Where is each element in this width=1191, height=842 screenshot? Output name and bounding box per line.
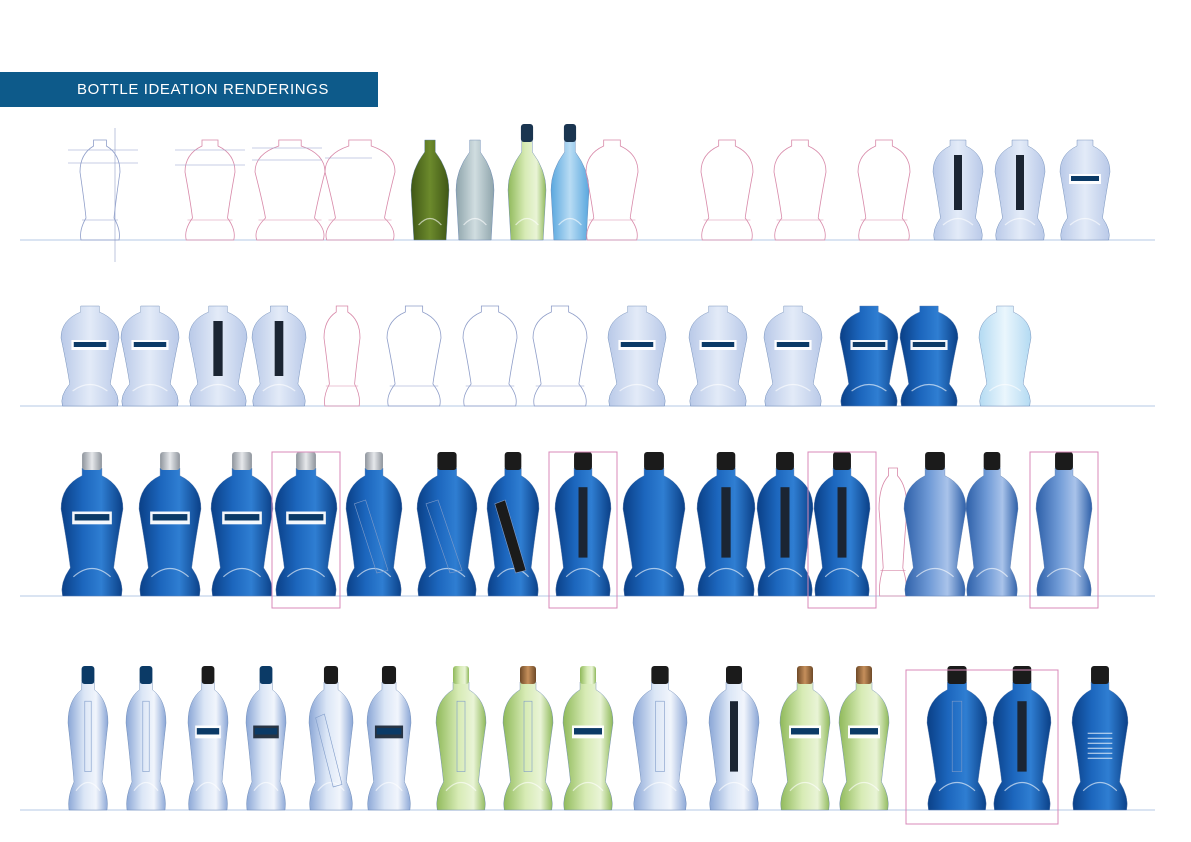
bottle-rendering <box>67 666 109 811</box>
bottle-rendering <box>932 139 984 241</box>
bottle-rendering <box>486 452 540 597</box>
bottle-rendering <box>1035 452 1093 597</box>
bottle-rendering <box>1059 139 1111 241</box>
bottle-rendering <box>507 124 547 241</box>
bottle-rendering <box>763 305 823 407</box>
bottle-rendering <box>60 305 120 407</box>
bottle-rendering <box>187 666 229 811</box>
bottle-rendering <box>994 139 1046 241</box>
bottle-rendering <box>773 139 827 241</box>
bottle-rendering <box>978 305 1032 407</box>
bottle-rendering <box>435 666 487 811</box>
bottle-rendering <box>323 305 361 407</box>
bottle-rendering <box>839 305 899 407</box>
bottle-rendering <box>125 666 167 811</box>
bottle-rendering <box>562 666 614 811</box>
bottle-rendering <box>324 139 396 241</box>
bottle-rendering <box>274 452 338 597</box>
bottle-rendering <box>1071 666 1129 811</box>
bottle-rendering <box>550 124 590 241</box>
bottle-rendering <box>210 452 274 597</box>
bottle-rendering <box>554 452 612 597</box>
bottle-rendering <box>184 139 236 241</box>
bottle-rendering <box>410 139 450 241</box>
bottle-rendering <box>688 305 748 407</box>
bottle-rendering <box>857 139 911 241</box>
bottle-rendering <box>138 452 202 597</box>
bottle-rendering <box>607 305 667 407</box>
bottle-rendering <box>455 139 495 241</box>
bottle-rendering <box>992 666 1052 811</box>
bottle-rendering <box>120 305 180 407</box>
bottle-rendering <box>838 666 890 811</box>
bottle-rendering <box>416 452 478 597</box>
bottle-rendering <box>60 452 124 597</box>
bottle-rendering <box>79 139 121 241</box>
bottle-rendering <box>632 666 688 811</box>
title-bar: BOTTLE IDEATION RENDERINGS <box>0 72 378 107</box>
bottle-rendering <box>188 305 248 407</box>
highlight-frame <box>807 451 877 609</box>
bottle-rendering <box>308 666 354 811</box>
bottle-rendering <box>366 666 412 811</box>
bottle-rendering <box>622 452 686 597</box>
bottle-rendering <box>251 305 307 407</box>
page-title: BOTTLE IDEATION RENDERINGS <box>77 81 330 98</box>
bottle-rendering <box>756 452 814 597</box>
highlight-frame <box>271 451 341 609</box>
bottle-rendering <box>532 305 588 407</box>
bottle-rendering <box>696 452 756 597</box>
bottle-rendering <box>899 305 959 407</box>
bottle-rendering <box>345 452 403 597</box>
bottle-rendering <box>585 139 639 241</box>
bottle-rendering <box>878 467 908 597</box>
highlight-frame <box>548 451 618 609</box>
bottle-rendering <box>245 666 287 811</box>
bottle-rendering <box>700 139 754 241</box>
highlight-frame-group <box>905 669 1059 825</box>
bottle-rendering <box>502 666 554 811</box>
bottle-rendering <box>779 666 831 811</box>
bottle-rendering <box>926 666 988 811</box>
bottle-rendering <box>965 452 1019 597</box>
bottle-rendering <box>254 139 326 241</box>
bottle-rendering <box>708 666 760 811</box>
bottle-rendering <box>462 305 518 407</box>
highlight-frame <box>1029 451 1099 609</box>
bottle-rendering <box>386 305 442 407</box>
bottle-rendering <box>813 452 871 597</box>
bottle-rendering <box>903 452 967 597</box>
